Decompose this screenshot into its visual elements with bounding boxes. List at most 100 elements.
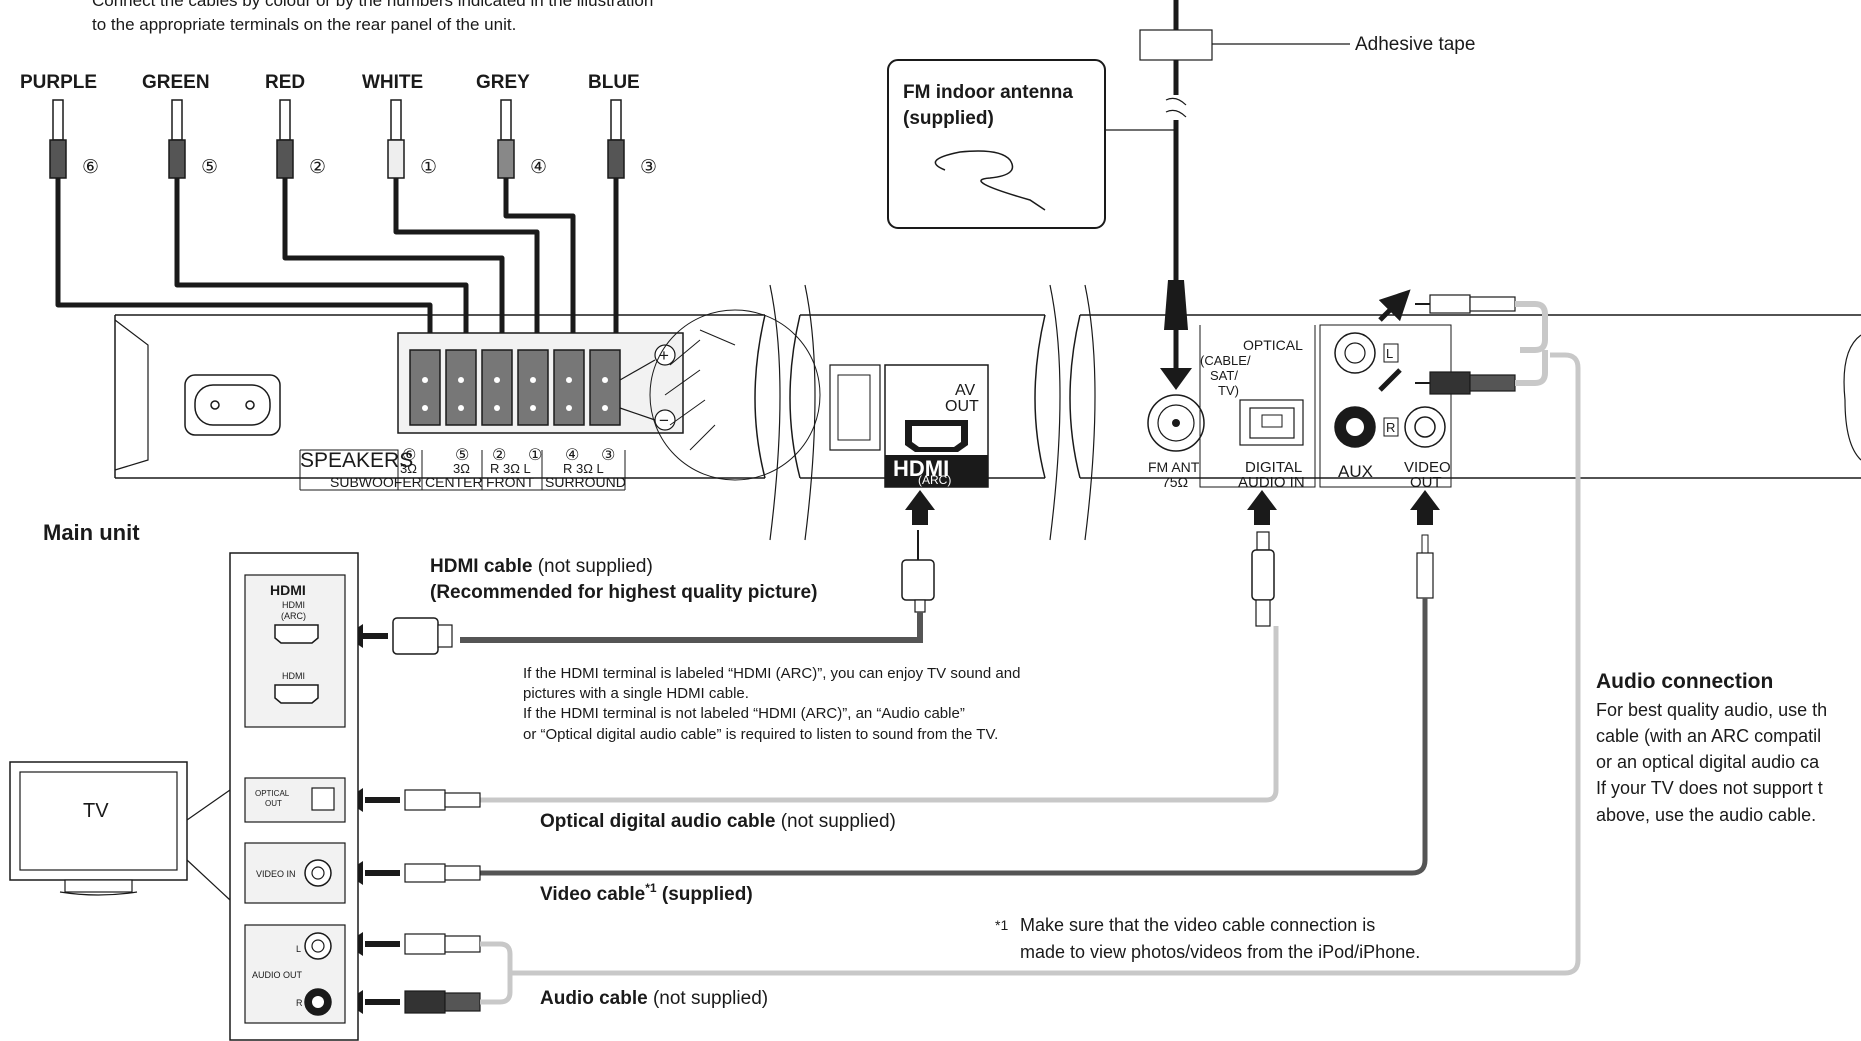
video-out-terminal: VIDEO OUT: [1404, 406, 1451, 491]
ch-surround-sub: R 3Ω L: [563, 461, 604, 476]
colour-label-red: RED: [265, 72, 305, 93]
av-out-label-2: OUT: [945, 398, 979, 415]
wire-purple: [55, 178, 433, 335]
colour-label-purple: PURPLE: [20, 72, 97, 93]
ch-num-1: ①: [528, 445, 542, 464]
speaker-colour-labels: PURPLE GREEN RED WHITE GREY BLUE: [20, 72, 640, 93]
ch-num-3: ③: [601, 445, 615, 464]
video-out-label-1: VIDEO: [1404, 459, 1451, 476]
audio-connection-info: Audio connection For best quality audio,…: [1596, 670, 1827, 825]
tv-hdmi-arc-2: (ARC): [281, 611, 306, 621]
fan-icon: [649, 309, 881, 481]
colour-label-white: WHITE: [362, 72, 423, 93]
subwoofer-label: SUBWOOFER: [330, 474, 422, 490]
tv-r-label: R: [296, 998, 303, 1008]
tv-rear-panel: HDMI HDMI (ARC) HDMI OPTICAL OUT VIDEO I…: [229, 552, 359, 1041]
aux-label: AUX: [1338, 462, 1373, 481]
audio-connection-line-1: For best quality audio, use th: [1596, 700, 1827, 720]
speaker-plug-green: ⑤: [168, 99, 218, 179]
main-unit-label: Main unit: [43, 520, 140, 545]
fm-ant-terminal: FM ANT 75Ω: [1147, 394, 1205, 490]
footnote-line-1: Make sure that the video cable connectio…: [1020, 915, 1375, 935]
center-label: CENTER: [425, 474, 483, 490]
antenna-wire-icon: [934, 150, 1046, 211]
fm-ant-label-2: 75Ω: [1162, 474, 1188, 490]
video-cable-label: Video cable*1 (supplied): [540, 881, 753, 905]
surround-label: SURROUND: [545, 474, 626, 490]
plug-number-5: ⑤: [201, 156, 218, 178]
aux-terminal: L R AUX: [1319, 324, 1452, 488]
ch-num-2: ②: [492, 445, 506, 464]
tv-hdmi-arc-1: HDMI: [282, 600, 305, 610]
tv-icon: TV: [9, 761, 231, 901]
fm-ant-label-1: FM ANT: [1148, 459, 1200, 475]
arc-note-4: or “Optical digital audio cable” is requ…: [523, 726, 998, 743]
tv-audio-out: AUDIO OUT: [252, 970, 303, 980]
cable-sat-tv-1: (CABLE/: [1200, 353, 1251, 368]
fm-antenna-wire: Adhesive tape: [1100, 0, 1475, 390]
cable-sat-tv-2: SAT/: [1210, 368, 1238, 383]
plug-number-3: ③: [640, 156, 657, 178]
tv-optical-out-1: OPTICAL: [255, 789, 290, 798]
tv-hdmi-logo: HDMI: [270, 582, 306, 598]
optical-label: OPTICAL: [1243, 337, 1303, 353]
plus-icon: [654, 344, 676, 366]
hdmi-logo: HDMI: [893, 456, 949, 481]
tv-l-label: L: [296, 944, 301, 954]
intro-line-1: Connect the cables by colour or by the n…: [92, 0, 653, 10]
speaker-wires: [55, 178, 619, 335]
tv-hdmi-arc-port: [274, 624, 319, 644]
hdmi-cable: [345, 530, 935, 655]
audio-connection-line-3: or an optical digital audio ca: [1596, 752, 1820, 772]
colour-label-blue: BLUE: [588, 72, 640, 93]
arc-note-1: If the HDMI terminal is labeled “HDMI (A…: [523, 665, 1020, 682]
colour-label-green: GREEN: [142, 72, 210, 93]
intro-line-2: to the appropriate terminals on the rear…: [92, 15, 516, 34]
speaker-plug-red: ②: [276, 99, 326, 179]
audio-cable-label: Audio cable (not supplied): [540, 988, 768, 1009]
digital-label-1: DIGITAL: [1245, 459, 1302, 476]
audio-connection-line-4: If your TV does not support t: [1596, 778, 1823, 798]
speaker-terminal-labels: SPEAKERS ⑥ 3Ω ⑤ 3Ω ② ① R 3Ω L ④ ③ R 3Ω L…: [299, 445, 626, 491]
ch-num-5: ⑤: [455, 445, 469, 464]
fm-antenna-title-2: (supplied): [903, 108, 994, 129]
ch-num-6: ⑥: [402, 445, 416, 464]
arc-note: If the HDMI terminal is labeled “HDMI (A…: [523, 665, 1020, 743]
av-out-hdmi-terminal: AV OUT HDMI (ARC): [884, 364, 989, 488]
optical-cable-label: Optical digital audio cable (not supplie…: [540, 811, 896, 832]
arc-note-3: If the HDMI terminal is not labeled “HDM…: [523, 705, 965, 722]
hdmi-recommended-label: (Recommended for highest quality picture…: [430, 582, 817, 603]
minus-label: −: [659, 411, 669, 430]
tv-label: TV: [83, 800, 109, 822]
speaker-plug-grey: ④: [497, 99, 547, 179]
hdmi-cable-label: HDMI cable (not supplied): [430, 556, 653, 577]
plug-number-4: ④: [530, 156, 547, 178]
adhesive-tape-icon: [1139, 29, 1213, 61]
aux-audio-plugs: [1378, 289, 1548, 395]
speaker-plug-white: ①: [387, 99, 437, 179]
tv-video-in: VIDEO IN: [256, 869, 296, 879]
av-out-label-1: AV: [955, 382, 975, 399]
speaker-plug-blue: ③: [607, 99, 657, 179]
audio-connection-line-2: cable (with an ARC compatil: [1596, 726, 1821, 746]
tv-optical-port: [311, 787, 335, 811]
footnote-mark: *1: [995, 917, 1008, 933]
ch-num-4: ④: [565, 445, 579, 464]
aux-r-label: R: [1386, 420, 1395, 435]
video-out-label-2: OUT: [1410, 474, 1442, 491]
audio-connection-title: Audio connection: [1596, 670, 1773, 693]
footnote-line-2: made to view photos/videos from the iPod…: [1020, 942, 1420, 962]
adhesive-tape-label: Adhesive tape: [1355, 34, 1475, 55]
fm-antenna-title-1: FM indoor antenna: [903, 82, 1073, 103]
speaker-plug-purple: ⑥: [49, 99, 99, 179]
speakers-label: SPEAKERS: [300, 449, 413, 472]
plus-label: +: [659, 346, 669, 365]
wire-white: [393, 178, 540, 335]
wire-grey: [503, 178, 576, 335]
cable-sat-tv-3: TV): [1218, 383, 1239, 398]
optical-cable: [345, 531, 1279, 812]
speaker-terminal-block: + −: [397, 332, 684, 434]
fm-antenna-box: FM indoor antenna (supplied): [887, 59, 1106, 229]
arc-note-2: pictures with a single HDMI cable.: [523, 685, 749, 702]
plug-number-2: ②: [309, 156, 326, 178]
